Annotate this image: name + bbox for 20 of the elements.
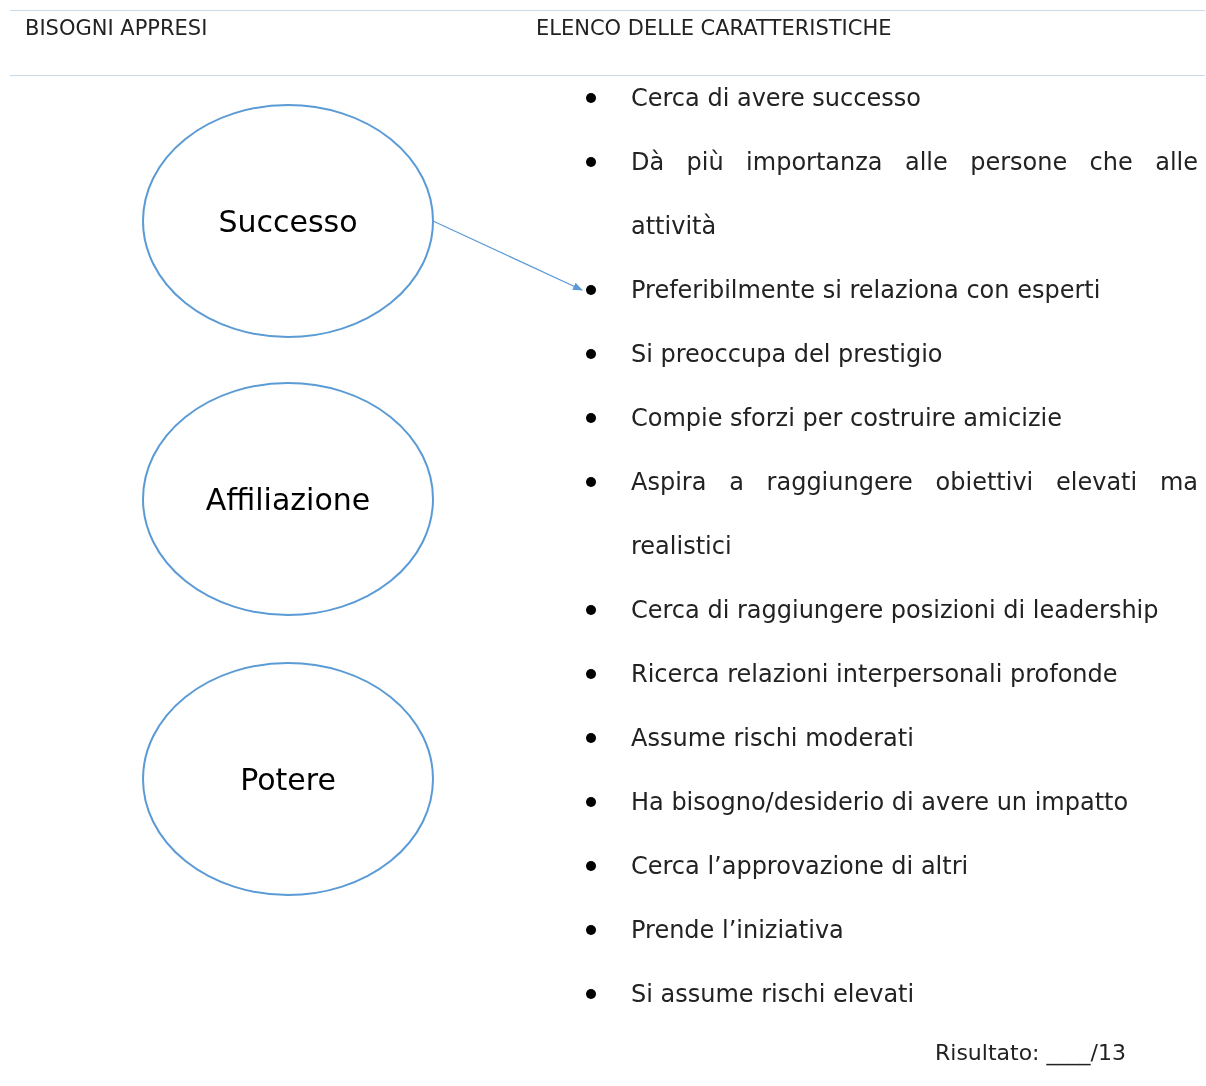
column-header: BISOGNI APPRESI xyxy=(25,16,208,40)
list-item-text: Dà più importanza alle persone che alle attività xyxy=(631,148,1198,240)
list-item-text: Preferibilmente si relaziona con esperti xyxy=(631,276,1101,304)
arrow xyxy=(432,220,583,291)
list-item-text: Cerca di raggiungere posizioni di leadership xyxy=(631,596,1159,624)
need-label: Potere xyxy=(239,761,337,797)
list-item-text: Si preoccupa del prestigio xyxy=(631,340,943,368)
column-header: ELENCO DELLE CARATTERISTICHE xyxy=(536,16,892,40)
list-item-text: Compie sforzi per costruire amicizie xyxy=(631,404,1062,432)
need-label: Affiliazione xyxy=(204,481,372,517)
list-item-text: Cerca di avere successo xyxy=(631,84,921,112)
list-item-text: Si assume rischi elevati xyxy=(631,980,915,1008)
need-label: Successo xyxy=(217,203,359,239)
score-line: Risultato: ____/13 xyxy=(935,1040,1126,1065)
list-item-text: Ricerca relazioni interpersonali profonde xyxy=(631,660,1118,688)
list-item-text: Cerca l’approvazione di altri xyxy=(631,852,969,880)
list-item-text: Assume rischi moderati xyxy=(631,724,914,752)
list-item-text: Ha bisogno/desiderio di avere un impatto xyxy=(631,788,1129,816)
list-item-text: Aspira a raggiungere obiettivi elevati ma realistici xyxy=(631,468,1198,560)
list-item-text: Prende l’iniziativa xyxy=(631,916,844,944)
